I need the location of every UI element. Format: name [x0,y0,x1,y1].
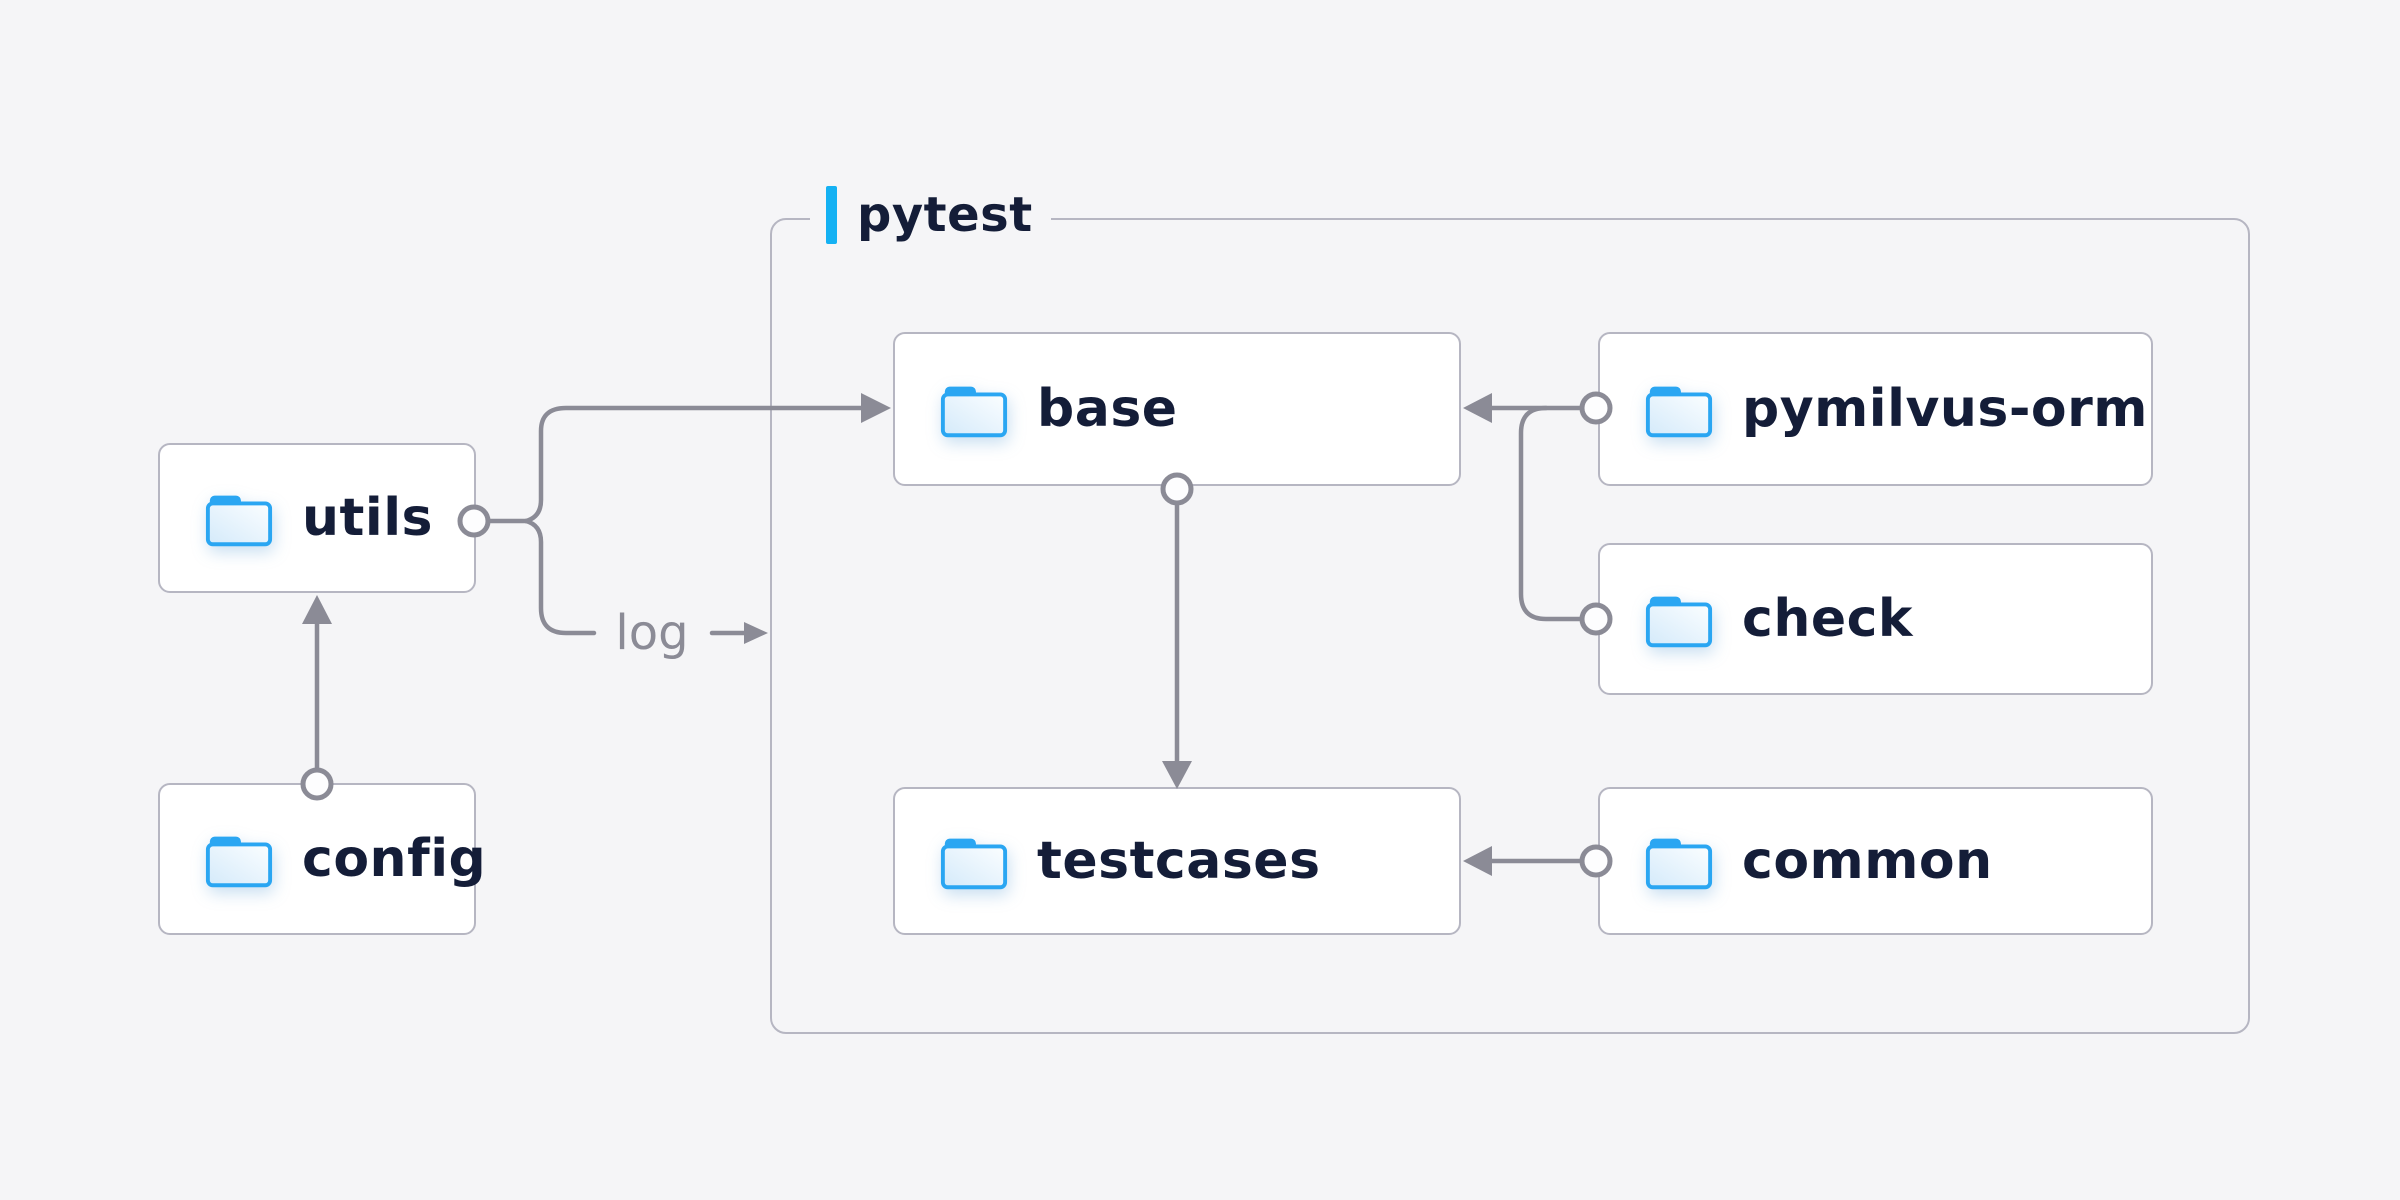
arrowhead-up [302,595,332,624]
folder-icon [1645,836,1713,890]
folder-icon [940,384,1008,438]
folder-icon [205,834,273,888]
node-check: check [1598,543,2153,695]
node-label: base [1037,379,1178,439]
pytest-group-container [770,218,2250,1034]
node-utils: utils [158,443,476,593]
node-base: base [893,332,1461,486]
node-label: config [302,829,487,889]
folder-icon [1645,594,1713,648]
node-label: common [1742,831,1993,891]
arrowhead-right-small [744,622,768,644]
node-pymilvus-orm: pymilvus-orm [1598,332,2153,486]
node-config: config [158,783,486,935]
log-label: log [615,605,689,661]
node-label: pymilvus-orm [1742,379,2148,439]
edge-config-utils [300,595,334,801]
folder-icon [205,493,273,547]
pytest-group-title: pytest [857,187,1033,243]
node-testcases: testcases [893,787,1461,935]
node-label: check [1742,589,1914,649]
accent-bar [826,186,837,244]
folder-icon [1645,384,1713,438]
node-common: common [1598,787,2153,935]
pytest-group-label: pytest [810,184,1051,246]
folder-icon [940,836,1008,890]
node-label: testcases [1037,831,1321,891]
node-label: utils [302,488,433,548]
